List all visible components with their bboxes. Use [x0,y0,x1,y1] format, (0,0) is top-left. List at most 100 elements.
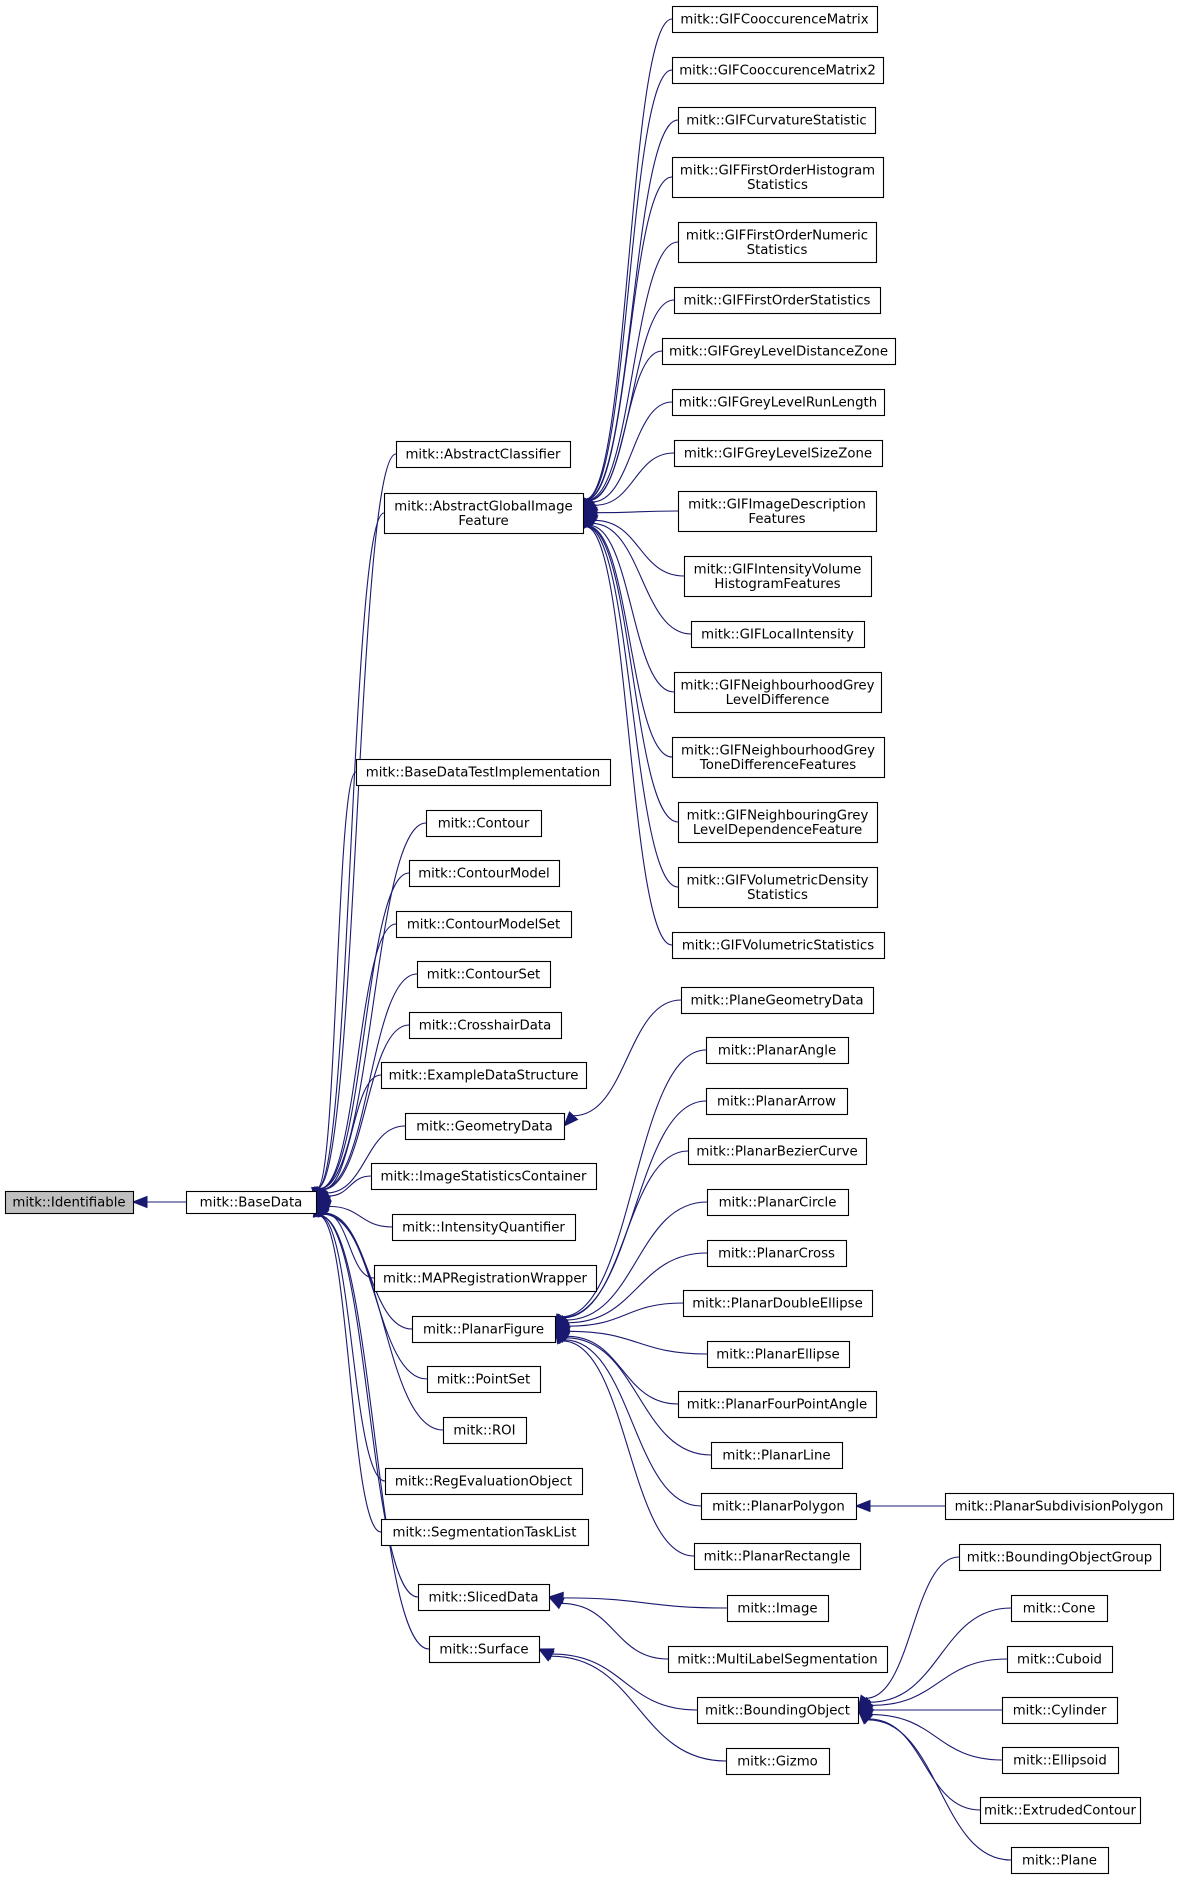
class-node-gif_vs[interactable]: mitk::GIFVolumetricStatistics [671,931,886,960]
edge-line [588,299,675,501]
class-node-segtask[interactable]: mitk::SegmentationTaskList [380,1518,590,1547]
class-node-box [428,1635,541,1664]
class-node-intquant[interactable]: mitk::IntensityQuantifier [391,1213,577,1242]
class-node-box [671,56,885,85]
class-node-box [426,1365,542,1394]
class-node-planarfigure[interactable]: mitk::PlanarFigure [411,1315,557,1344]
edge-line [587,241,679,501]
class-node-gif_curv[interactable]: mitk::GIFCurvatureStatistic [677,106,877,135]
class-node-plane[interactable]: mitk::Plane [1010,1846,1110,1875]
class-node-pfpa[interactable]: mitk::PlanarFourPointAngle [677,1390,878,1419]
class-node-cylinder[interactable]: mitk::Cylinder [1001,1696,1119,1725]
class-node-regeval[interactable]: mitk::RegEvaluationObject [384,1467,584,1496]
class-node-psubdiv[interactable]: mitk::PlanarSubdivisionPolygon [944,1492,1175,1521]
edge-line [319,1215,386,1482]
class-node-cone[interactable]: mitk::Cone [1010,1594,1109,1623]
class-node-contour[interactable]: mitk::Contour [425,809,543,838]
class-node-box [425,809,543,838]
class-node-gizmo[interactable]: mitk::Gizmo [725,1747,831,1776]
class-node-pdellipse[interactable]: mitk::PlanarDoubleEllipse [682,1289,874,1318]
class-node-bog[interactable]: mitk::BoundingObjectGroup [958,1543,1162,1572]
class-node-contourset[interactable]: mitk::ContourSet [416,960,552,989]
class-node-pcross[interactable]: mitk::PlanarCross [706,1239,848,1268]
class-node-ppolygon[interactable]: mitk::PlanarPolygon [700,1492,858,1521]
class-node-box [700,1492,858,1521]
edge-gif_vs-to-abstractglobal [579,511,673,946]
class-node-box [395,910,573,939]
class-node-label: mitk::Surface [439,1643,528,1658]
class-node-gif_cooc2[interactable]: mitk::GIFCooccurenceMatrix2 [671,56,885,85]
class-node-box [1001,1696,1119,1725]
class-node-box [677,490,878,533]
class-node-gif_cooc[interactable]: mitk::GIFCooccurenceMatrix [671,5,879,34]
class-node-gif_ngtd[interactable]: mitk::GIFNeighbourhoodGreyToneDifference… [671,736,886,779]
class-node-mapreg[interactable]: mitk::MAPRegistrationWrapper [373,1264,598,1293]
class-node-basedata[interactable]: mitk::BaseData [185,1190,318,1215]
class-node-label: mitk::ContourSet [427,968,540,983]
edge-line [561,1049,707,1318]
class-node-gif_gldz[interactable]: mitk::GIFGreyLevelDistanceZone [661,337,897,366]
edge-cylinder-to-boundingobject [856,1703,1002,1717]
class-node-box [705,1036,850,1065]
class-node-mls[interactable]: mitk::MultiLabelSegmentation [667,1645,889,1674]
class-node-parrow[interactable]: mitk::PlanarArrow [705,1087,849,1116]
class-node-example[interactable]: mitk::ExampleDataStructure [380,1061,588,1090]
edge-line [594,519,685,577]
class-node-cuboid[interactable]: mitk::Cuboid [1006,1645,1114,1674]
edge-line [322,1074,382,1191]
class-node-gif_fos[interactable]: mitk::GIFFirstOrderStatistics [673,286,882,315]
class-node-image[interactable]: mitk::Image [726,1594,830,1623]
class-node-label: mitk::Identifiable [12,1196,125,1211]
class-node-imgstats[interactable]: mitk::ImageStatisticsContainer [370,1162,598,1191]
class-node-gif_li[interactable]: mitk::GIFLocalIntensity [690,620,866,649]
class-node-label: mitk::MultiLabelSegmentation [677,1653,877,1668]
class-node-pbezier[interactable]: mitk::PlanarBezierCurve [687,1137,868,1166]
class-node-contourmodel[interactable]: mitk::ContourModel [408,859,561,888]
edge-line [322,1024,410,1191]
class-node-crosshair[interactable]: mitk::CrosshairData [408,1011,563,1040]
class-node-planegeometrydata[interactable]: mitk::PlaneGeometryData [680,986,875,1015]
class-node-label: mitk::PlanarAngle [718,1044,836,1059]
edge-gizmo-to-surface [537,1648,727,1762]
class-node-surface[interactable]: mitk::Surface [428,1635,541,1664]
class-node-prect[interactable]: mitk::PlanarRectangle [693,1542,862,1571]
class-node-box [706,1188,850,1217]
class-node-gif_glsz[interactable]: mitk::GIFGreyLevelSizeZone [673,439,884,468]
class-node-basedatatest[interactable]: mitk::BaseDataTestImplementation [355,758,612,787]
class-node-gif_ngld[interactable]: mitk::GIFNeighbourhoodGreyLevelDifferenc… [673,671,883,714]
class-node-label: mitk::ExampleDataStructure [389,1069,579,1084]
class-node-ellipsoid[interactable]: mitk::Ellipsoid [1001,1746,1120,1775]
edge-contourmodel-to-basedata [313,872,410,1204]
class-node-pline[interactable]: mitk::PlanarLine [710,1441,844,1470]
class-node-box [706,1340,851,1369]
class-node-pangle[interactable]: mitk::PlanarAngle [705,1036,850,1065]
class-node-box [355,758,612,787]
class-node-abstractclassifier[interactable]: mitk::AbstractClassifier [395,440,572,469]
class-node-gif_ngldf[interactable]: mitk::GIFNeighbouringGreyLevelDependence… [677,801,879,844]
class-node-pcircle[interactable]: mitk::PlanarCircle [706,1188,850,1217]
class-node-box [725,1747,831,1776]
class-node-box [380,1518,590,1547]
class-node-identifiable[interactable]: mitk::Identifiable [4,1190,135,1215]
edge-line [567,1252,708,1324]
class-node-gif_ivh[interactable]: mitk::GIFIntensityVolumeHistogramFeature… [683,555,873,598]
edge-line [868,1718,981,1811]
class-node-contourmodelset[interactable]: mitk::ContourModelSet [395,910,573,939]
edge-plane-to-boundingobject [857,1709,1012,1861]
edge-gif_fon-to-abstractglobal [581,241,679,515]
class-node-label: mitk::ContourModel [418,867,550,882]
class-node-extruded[interactable]: mitk::ExtrudedContour [979,1796,1142,1825]
class-node-box [417,1583,551,1612]
class-node-gif_glrl[interactable]: mitk::GIFGreyLevelRunLength [671,388,886,417]
class-node-roi[interactable]: mitk::ROI [442,1416,528,1445]
class-node-boundingobject[interactable]: mitk::BoundingObject [696,1696,860,1725]
class-node-pellipse[interactable]: mitk::PlanarEllipse [706,1340,851,1369]
class-node-sliceddata[interactable]: mitk::SlicedData [417,1583,551,1612]
class-node-pointset[interactable]: mitk::PointSet [426,1365,542,1394]
class-node-geometrydata[interactable]: mitk::GeometryData [404,1112,566,1141]
